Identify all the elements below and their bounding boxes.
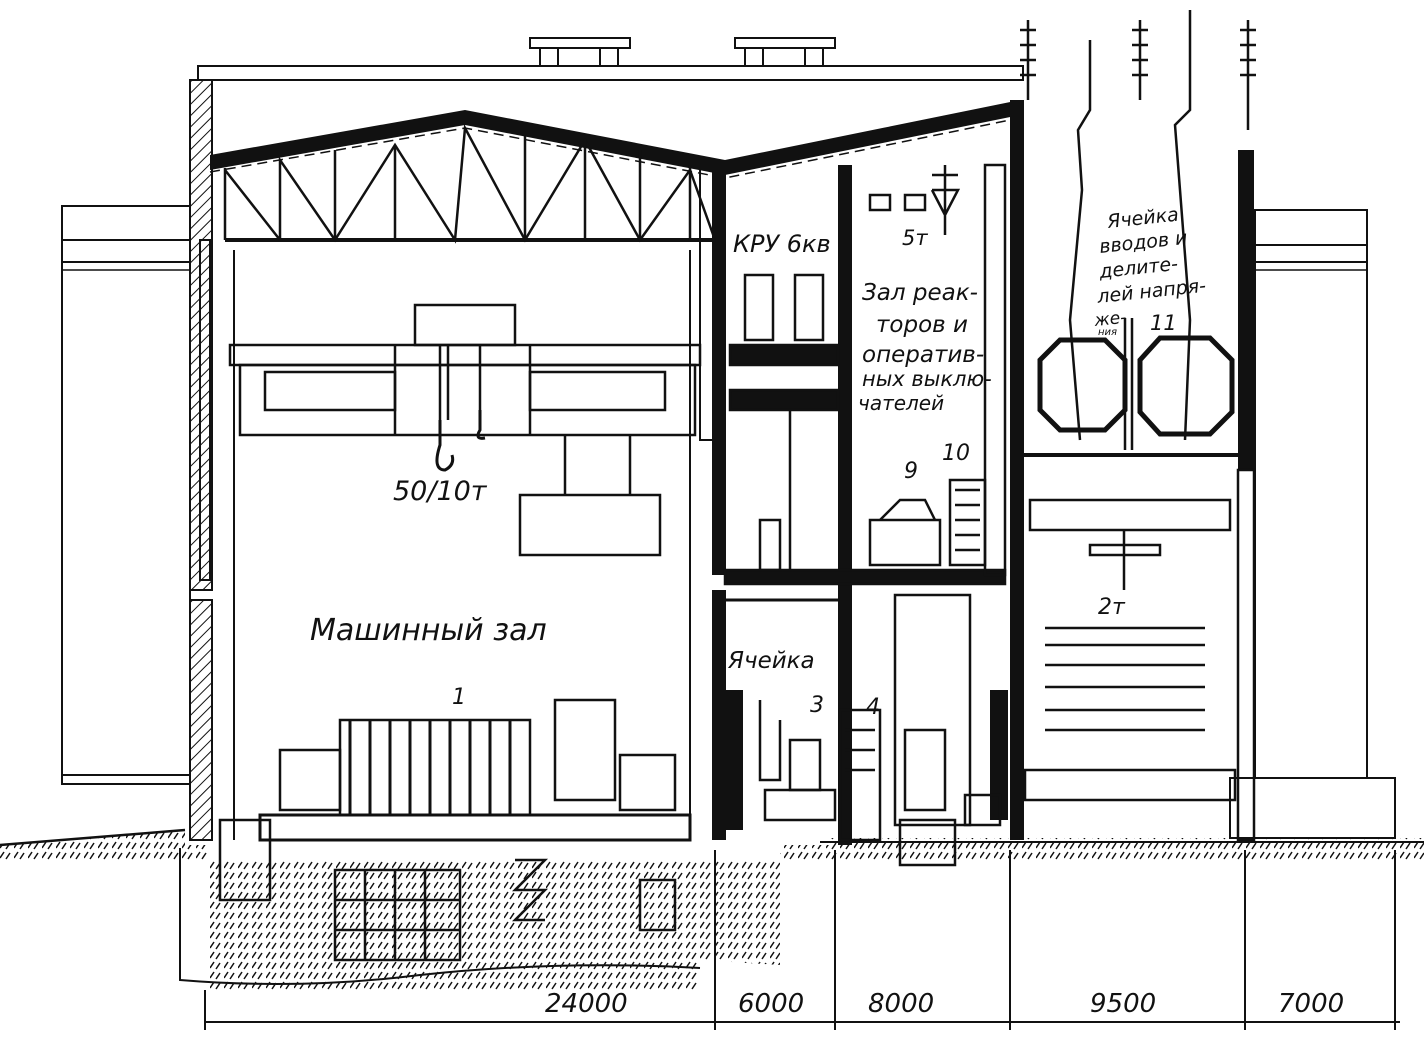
reactor-hall [838,163,1008,867]
marker-4: 4 [866,695,880,720]
crane-main-capacity: 50/10т [393,476,488,507]
dimension-line [204,850,1400,1030]
ground [0,828,1424,990]
kru-section [723,165,1007,845]
input-cell-tail: ния [1098,327,1117,338]
cell-label: Ячейка [727,648,815,674]
machine-hall-label: Машинный зал [310,613,547,648]
dimension-8000: 8000 [868,989,934,1019]
crane-reactor-capacity: 5т [902,226,928,250]
marker-3: 3 [810,693,824,718]
roof-truss [223,123,725,244]
input-cell-line-5: же- [1092,308,1127,331]
marker-11: 11 [1150,311,1177,335]
reactor-hall-line-3: оператив- [862,342,984,368]
dimension-24000: 24000 [545,989,628,1019]
machine-hall-walls [189,164,726,841]
adjacent-building-left [61,205,191,785]
dimension-6000: 6000 [738,989,804,1019]
dimension-9500: 9500 [1090,989,1156,1019]
reactor-hall-line-4: ных выклю- [862,367,992,391]
reactor-hall-line-5: чателей [858,391,944,415]
marker-1: 1 [452,685,466,710]
crane-input-capacity: 2т [1098,595,1126,620]
kru-label: КРУ 6кв [733,230,831,258]
dimension-7000: 7000 [1278,989,1344,1019]
generator [218,698,692,962]
overhead-crane-main [228,303,702,557]
marker-9: 9 [904,459,918,484]
input-cell-hall [1010,10,1256,842]
reactor-hall-line-1: Зал реак- [862,280,978,306]
reactor-hall-line-2: торов и [876,312,968,338]
marker-10: 10 [942,441,970,466]
